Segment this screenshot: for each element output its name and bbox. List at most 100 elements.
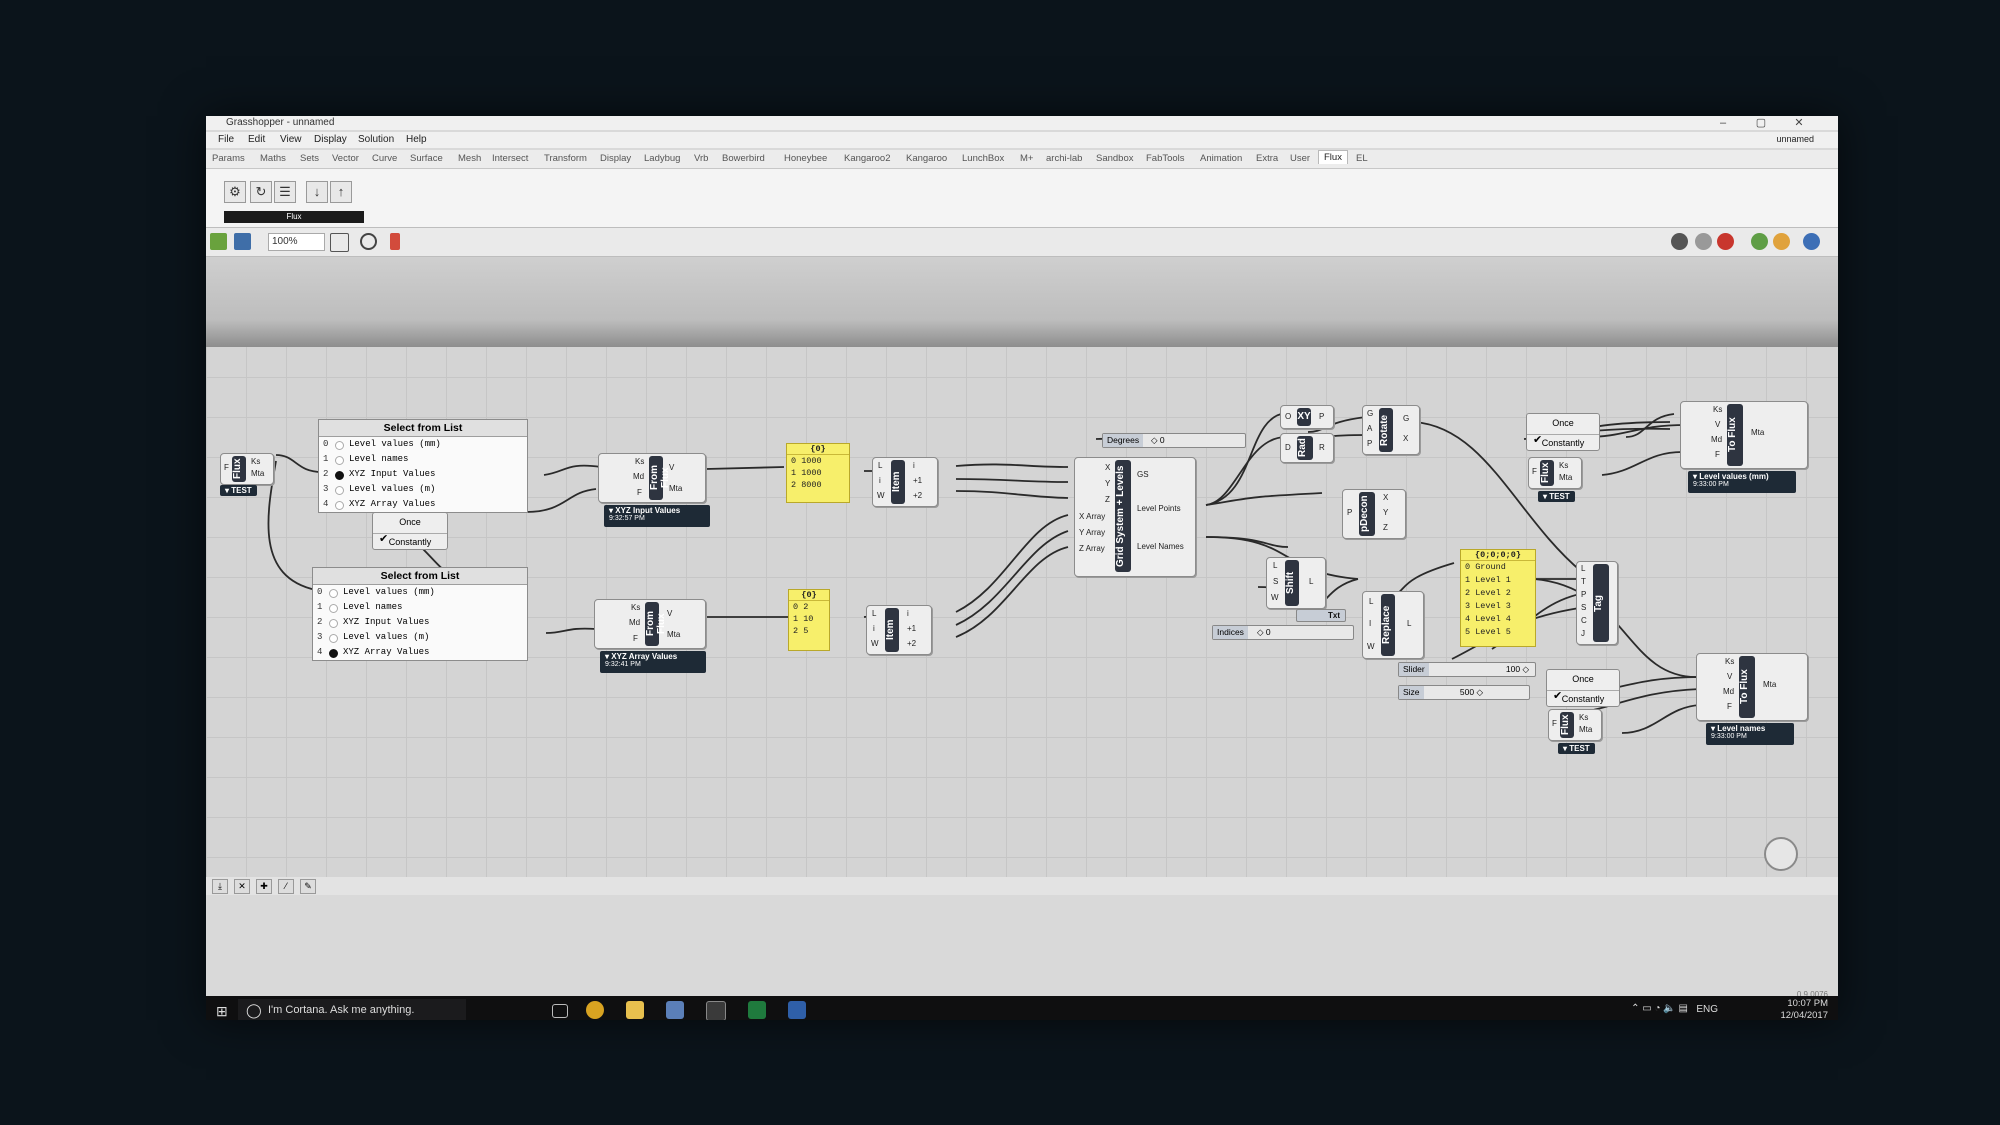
indices-slider[interactable]: Indices ◇ 0 bbox=[1212, 625, 1354, 640]
input-f[interactable]: F bbox=[633, 634, 638, 643]
list-item-component-1[interactable]: L i W Item i +1 +2 bbox=[872, 457, 938, 507]
trigger-component-1[interactable]: Once ✔ Constantly bbox=[372, 512, 448, 550]
input-g[interactable]: G bbox=[1367, 409, 1374, 418]
degrees-slider[interactable]: Degrees ◇ 0 bbox=[1102, 433, 1246, 448]
menu-help[interactable]: Help bbox=[406, 134, 427, 145]
input-v[interactable]: V bbox=[1727, 672, 1733, 681]
input-l[interactable]: L bbox=[1581, 564, 1586, 573]
preview-eye-icon[interactable] bbox=[360, 233, 377, 250]
menu-edit[interactable]: Edit bbox=[248, 134, 266, 145]
menu-file[interactable]: File bbox=[218, 134, 235, 145]
pen-icon[interactable]: ⁄ bbox=[278, 879, 294, 894]
trigger-once-label[interactable]: Once bbox=[399, 517, 421, 527]
flux-output-mta[interactable]: Mta bbox=[1579, 725, 1593, 734]
input-md[interactable]: Md bbox=[633, 472, 645, 481]
input-w[interactable]: W bbox=[1271, 593, 1279, 602]
tab-fabtools[interactable]: FabTools bbox=[1146, 153, 1185, 164]
tab-honeybee[interactable]: Honeybee bbox=[784, 153, 828, 164]
flux-key-tag-2[interactable]: ▾ XYZ Array Values 9:32:41 PM bbox=[600, 651, 706, 673]
sketch-pen-icon[interactable] bbox=[390, 233, 400, 250]
tag-component[interactable]: L T P S C J Tag bbox=[1576, 561, 1618, 645]
cortana-search-box[interactable]: ◯ I'm Cortana. Ask me anything. bbox=[238, 999, 466, 1020]
flux-component-3[interactable]: F Flux Ks Mta bbox=[1548, 709, 1602, 741]
output-g[interactable]: G bbox=[1403, 414, 1410, 423]
trigger-constantly-label[interactable]: Constantly bbox=[1547, 690, 1619, 707]
output-v[interactable]: V bbox=[669, 463, 675, 472]
chrome-icon[interactable] bbox=[586, 1001, 604, 1019]
to-flux-icon[interactable]: ↑ bbox=[330, 181, 352, 203]
output-v[interactable]: V bbox=[667, 609, 673, 618]
flux-output-mta[interactable]: Mta bbox=[1559, 473, 1573, 482]
maximize-button[interactable]: ▢ bbox=[1755, 117, 1767, 129]
flux-key-tag-1[interactable]: ▾ XYZ Input Values 9:32:57 PM bbox=[604, 505, 710, 527]
windows-start-icon[interactable]: ⊞ bbox=[216, 1003, 228, 1019]
input-md[interactable]: Md bbox=[1711, 435, 1723, 444]
text-slider[interactable]: Slider 100 ◇ bbox=[1398, 662, 1536, 677]
panel-xyz-input-values[interactable]: {0} 0 1000 1 1000 2 8000 bbox=[786, 443, 850, 503]
from-flux-icon[interactable]: ↓ bbox=[306, 181, 328, 203]
select-list-icon[interactable]: ☰ bbox=[274, 181, 296, 203]
from-flux-component-2[interactable]: Ks Md F From Flux V Mta bbox=[594, 599, 706, 649]
tab-curve[interactable]: Curve bbox=[372, 153, 398, 164]
input-w[interactable]: W bbox=[871, 639, 879, 648]
tab-animation[interactable]: Animation bbox=[1200, 153, 1243, 164]
flux-output-mta[interactable]: Mta bbox=[251, 469, 265, 478]
to-flux-component-1[interactable]: Ks V Md F To Flux Mta bbox=[1680, 401, 1808, 469]
output-x[interactable]: X bbox=[1383, 493, 1389, 502]
input-v[interactable]: V bbox=[1715, 420, 1721, 429]
input-o[interactable]: O bbox=[1285, 412, 1292, 421]
input-y[interactable]: Y bbox=[1105, 479, 1111, 488]
input-f[interactable]: F bbox=[1715, 450, 1720, 459]
radio-dot-selected[interactable] bbox=[329, 649, 338, 658]
output-gs[interactable]: GS bbox=[1137, 470, 1149, 479]
tab-intersect[interactable]: Intersect bbox=[492, 153, 529, 164]
input-w[interactable]: W bbox=[877, 491, 885, 500]
flux-key-tag-3[interactable]: ▾ Level values (mm) 9:33:00 PM bbox=[1688, 471, 1796, 493]
save-file-icon[interactable] bbox=[234, 233, 251, 250]
tab-lunchbox[interactable]: LunchBox bbox=[962, 153, 1005, 164]
tab-maths[interactable]: Maths bbox=[260, 153, 286, 164]
flux-input-f[interactable]: F bbox=[224, 463, 229, 472]
input-z-array[interactable]: Z Array bbox=[1079, 544, 1105, 553]
radians-component[interactable]: D Rad R bbox=[1280, 433, 1334, 463]
input-c[interactable]: C bbox=[1581, 616, 1587, 625]
trigger-component-2[interactable]: Once ✔ Constantly bbox=[1526, 413, 1600, 451]
output-mta[interactable]: Mta bbox=[1751, 428, 1765, 437]
output-mta[interactable]: Mta bbox=[667, 630, 681, 639]
input-i[interactable]: I bbox=[1369, 619, 1372, 628]
to-flux-component-2[interactable]: Ks V Md F To Flux Mta bbox=[1696, 653, 1808, 721]
flux-input-f[interactable]: F bbox=[1532, 467, 1537, 476]
flux-project-tag-1[interactable]: ▾ TEST bbox=[220, 485, 257, 496]
input-p[interactable]: P bbox=[1347, 508, 1353, 517]
output-l[interactable]: L bbox=[1309, 577, 1314, 586]
revit-icon[interactable] bbox=[788, 1001, 806, 1019]
input-ks[interactable]: Ks bbox=[635, 457, 645, 466]
flux-output-ks[interactable]: Ks bbox=[251, 457, 261, 466]
output-i[interactable]: i bbox=[907, 609, 909, 618]
input-ks[interactable]: Ks bbox=[1725, 657, 1735, 666]
input-ks[interactable]: Ks bbox=[631, 603, 641, 612]
size-slider[interactable]: Size 500 ◇ bbox=[1398, 685, 1530, 700]
flux-key-tag-4[interactable]: ▾ Level names 9:33:00 PM bbox=[1706, 723, 1794, 745]
excel-icon[interactable] bbox=[748, 1001, 766, 1019]
input-z[interactable]: Z bbox=[1105, 495, 1110, 504]
tab-kangaroo2[interactable]: Kangaroo2 bbox=[844, 153, 891, 164]
input-x-array[interactable]: X Array bbox=[1079, 512, 1106, 521]
tab-sandbox[interactable]: Sandbox bbox=[1096, 153, 1134, 164]
input-l[interactable]: L bbox=[872, 609, 877, 618]
trigger-once-label[interactable]: Once bbox=[1552, 418, 1574, 428]
grid-system-levels-component[interactable]: X Y Z X Array Y Array Z Array Grid Syste… bbox=[1074, 457, 1196, 577]
close-button[interactable]: ✕ bbox=[1794, 117, 1804, 129]
taskbar-clock[interactable]: 10:07 PM 12/04/2017 bbox=[1780, 998, 1828, 1020]
input-p[interactable]: P bbox=[1367, 439, 1373, 448]
output-mta[interactable]: Mta bbox=[669, 484, 683, 493]
